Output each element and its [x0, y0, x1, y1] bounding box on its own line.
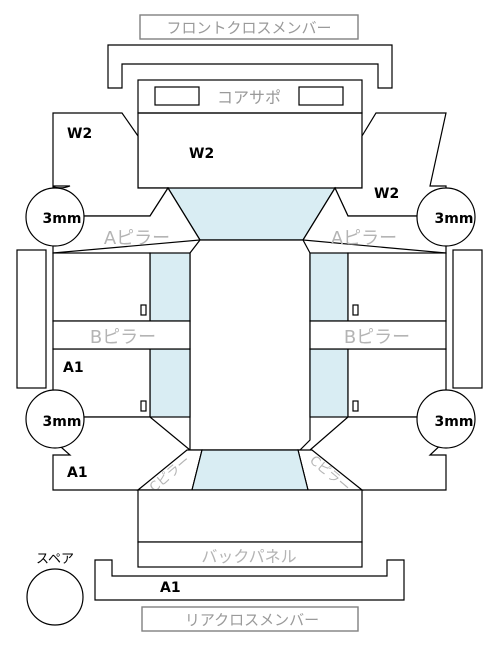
right-rear-door-handle	[352, 400, 359, 412]
b-pillar-right[interactable]: Bピラー	[309, 320, 447, 350]
grade-front-right: W2	[374, 186, 399, 202]
right-rocker-panel[interactable]	[452, 249, 483, 389]
right-rear-window[interactable]	[309, 348, 349, 418]
front-cross-member[interactable]: フロントクロスメンバー	[139, 14, 359, 40]
tire-rear-right-label: 3mm	[435, 414, 474, 430]
tire-front-left-label: 3mm	[43, 211, 82, 227]
rear-bumper-reinforcement[interactable]	[94, 559, 405, 601]
a-pillar-left-label: Aピラー	[104, 228, 170, 249]
a-pillar-right[interactable]: Aピラー	[301, 186, 447, 254]
tire-front-right-label: 3mm	[435, 211, 474, 227]
b-pillar-left[interactable]: Bピラー	[52, 320, 191, 350]
core-support-label: コアサポ	[217, 88, 281, 107]
tire-rear-right[interactable]: 3mm	[416, 389, 476, 449]
right-front-window[interactable]	[309, 252, 349, 322]
back-panel[interactable]: バックパネル	[137, 541, 363, 568]
left-rocker-panel[interactable]	[16, 249, 47, 389]
rear-cross-member[interactable]: リアクロスメンバー	[141, 606, 359, 632]
left-front-window[interactable]	[149, 252, 191, 322]
spare-tire-label: スペア	[36, 552, 74, 567]
right-front-door-handle	[352, 304, 359, 316]
grade-left-rear-fender: A1	[67, 465, 88, 481]
left-rear-window[interactable]	[149, 348, 191, 418]
tire-rear-left[interactable]: 3mm	[25, 389, 85, 449]
grade-rear-floor: A1	[160, 580, 181, 596]
grade-front-left: W2	[67, 126, 92, 142]
a-pillar-left[interactable]: Aピラー	[52, 186, 202, 254]
rear-cross-member-label: リアクロスメンバー	[185, 611, 319, 629]
back-panel-label: バックパネル	[201, 547, 296, 566]
front-bumper-reinforcement	[107, 44, 393, 89]
left-front-door[interactable]	[52, 252, 151, 322]
tire-rear-left-label: 3mm	[43, 414, 82, 430]
grade-front-center: W2	[189, 146, 214, 162]
b-pillar-right-label: Bピラー	[344, 327, 410, 348]
roof[interactable]	[189, 239, 311, 451]
a-pillar-right-label: Aピラー	[331, 228, 397, 249]
trunk-lid[interactable]	[137, 489, 363, 543]
spare-tire[interactable]: スペア	[26, 552, 84, 626]
front-cross-member-label: フロントクロスメンバー	[166, 19, 331, 37]
left-front-door-handle	[140, 304, 147, 316]
grade-left-rear-door: A1	[63, 360, 84, 376]
right-front-door[interactable]	[347, 252, 447, 322]
left-rear-door-handle	[140, 400, 147, 412]
core-support[interactable]: コアサポ	[137, 79, 363, 114]
headlight-right	[298, 86, 344, 106]
tire-front-left[interactable]: 3mm	[25, 187, 85, 247]
headlight-left	[154, 86, 200, 106]
tire-front-right[interactable]: 3mm	[416, 187, 476, 247]
rear-window[interactable]	[191, 449, 309, 491]
b-pillar-left-label: Bピラー	[90, 327, 156, 348]
